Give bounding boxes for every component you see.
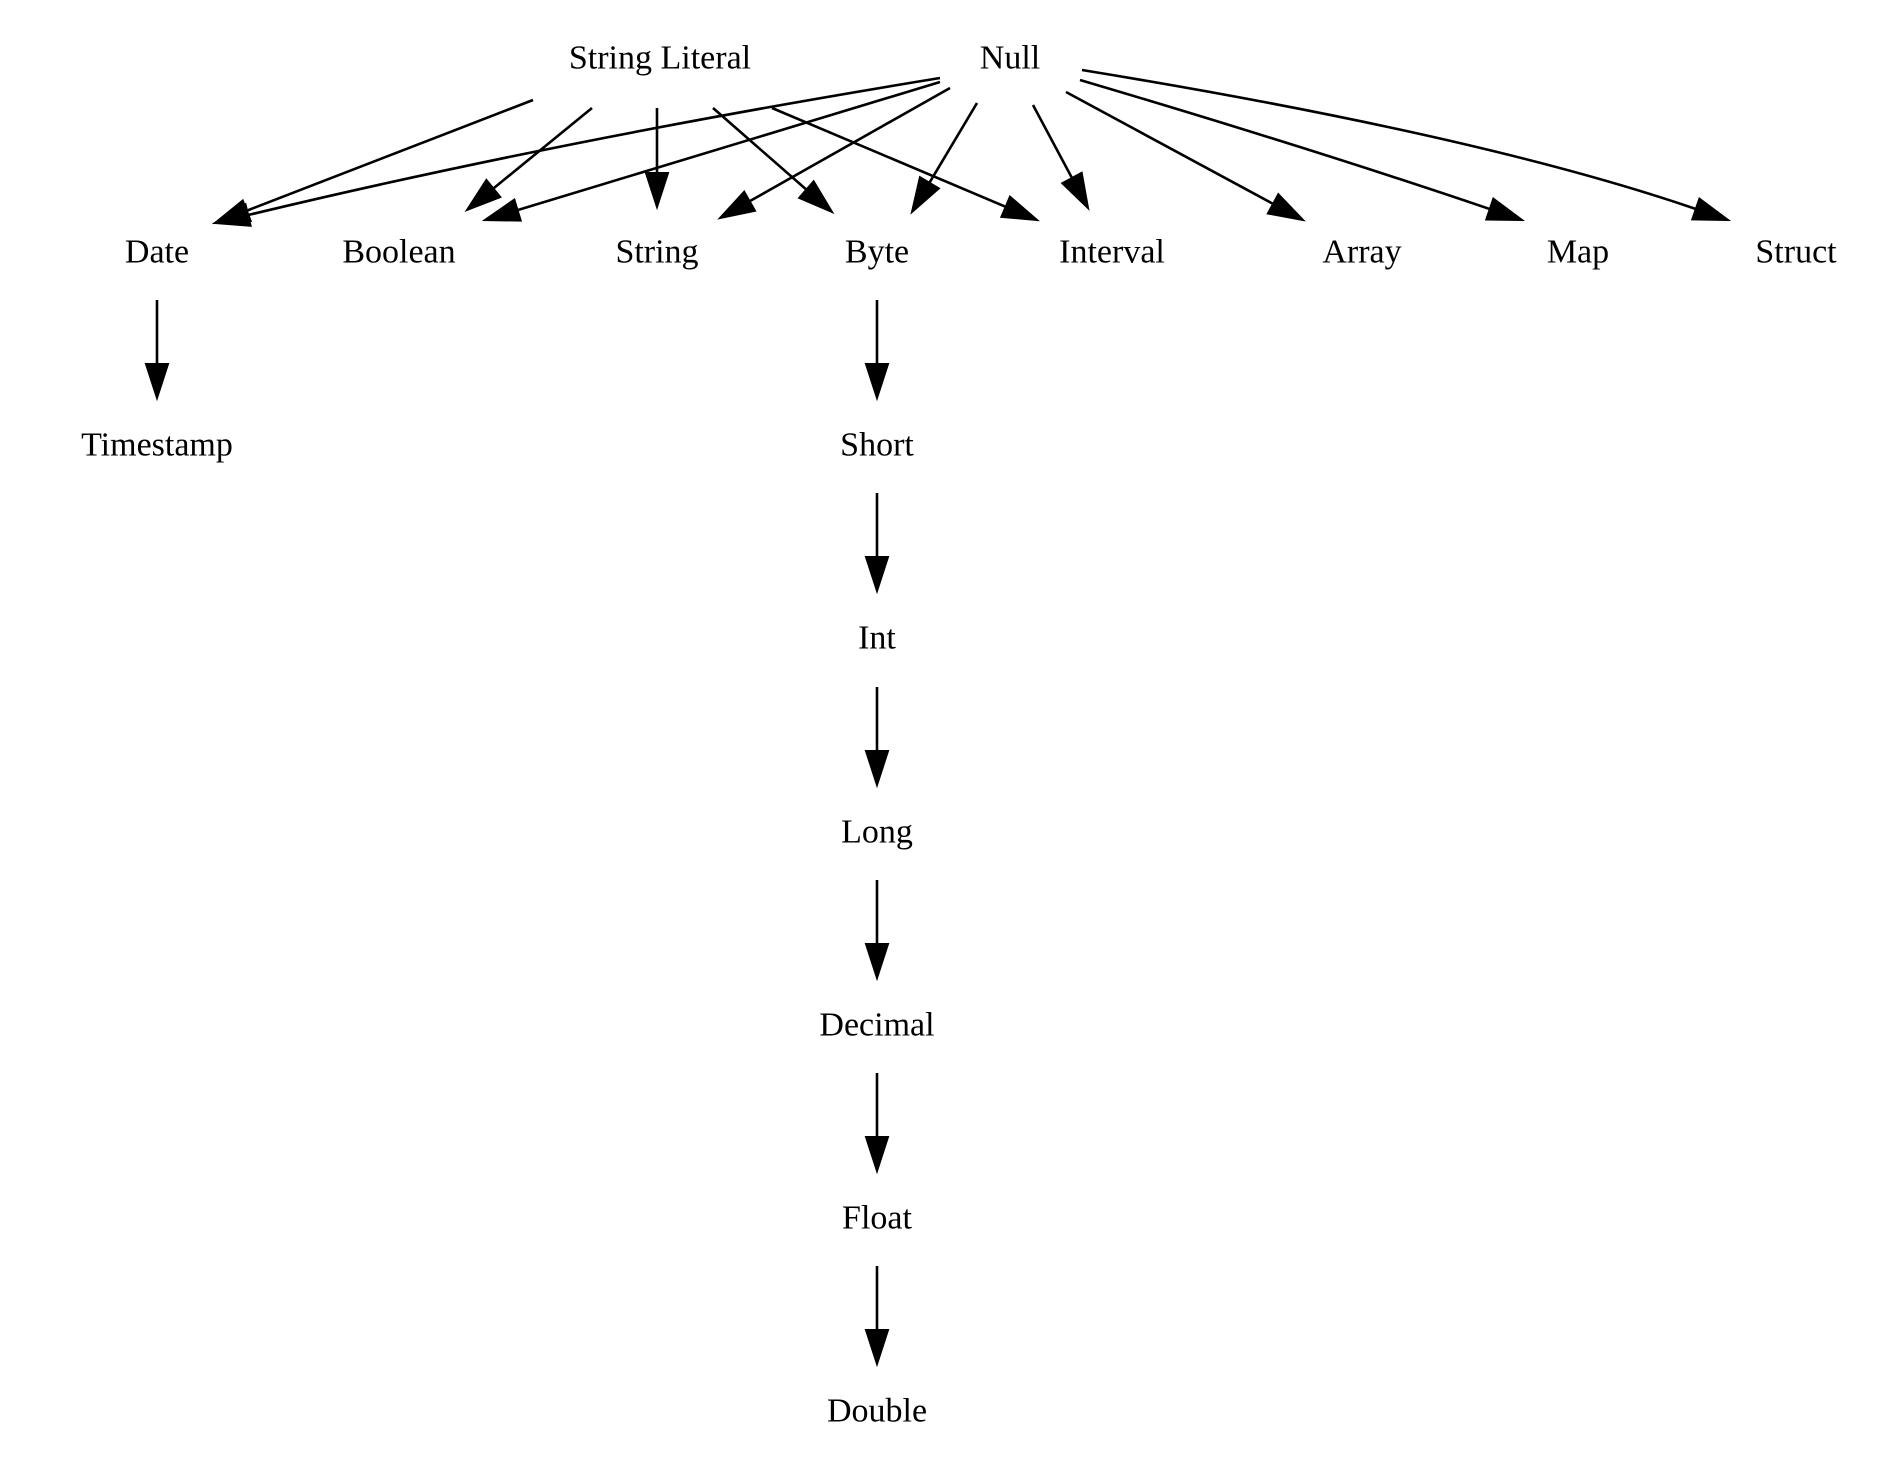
- node-double: Double: [827, 1393, 927, 1430]
- edge-short-to-int: [864, 493, 890, 595]
- node-interval: Interval: [1059, 234, 1165, 271]
- edge-line: [517, 80, 941, 212]
- arrowhead: [481, 197, 523, 222]
- edge-null-to-byte: [910, 102, 979, 215]
- edge-string-literal-to-boolean: [464, 106, 593, 213]
- arrowhead: [717, 190, 757, 220]
- arrowhead: [211, 202, 252, 227]
- node-null: Null: [980, 40, 1040, 77]
- node-float: Float: [842, 1200, 912, 1237]
- arrowhead: [864, 943, 890, 982]
- edge-line: [1079, 78, 1491, 211]
- node-string-literal: String Literal: [569, 40, 751, 77]
- node-timestamp: Timestamp: [81, 427, 233, 464]
- node-decimal: Decimal: [819, 1007, 934, 1044]
- edge-line: [712, 107, 808, 191]
- edge-null-to-interval: [1031, 104, 1090, 211]
- node-long: Long: [841, 814, 913, 851]
- edge-string-literal-to-string: [644, 108, 670, 211]
- edge-line: [246, 98, 534, 212]
- node-boolean: Boolean: [342, 234, 455, 271]
- edge-null-to-struct: [1081, 68, 1732, 222]
- node-array: Array: [1322, 234, 1401, 271]
- node-byte: Byte: [845, 234, 909, 271]
- node-short: Short: [840, 427, 914, 464]
- edge-line: [748, 86, 951, 203]
- arrowhead: [910, 175, 941, 215]
- edge-line: [492, 106, 593, 190]
- edge-int-to-long: [864, 687, 890, 789]
- arrowhead: [464, 178, 502, 213]
- edge-byte-to-short: [864, 300, 890, 402]
- node-int: Int: [858, 620, 896, 657]
- edge-line: [247, 76, 941, 217]
- arrowhead: [864, 1329, 890, 1368]
- arrowhead: [864, 1136, 890, 1175]
- arrowhead: [1266, 192, 1306, 222]
- edge-float-to-double: [864, 1266, 890, 1368]
- edge-null-to-boolean: [481, 80, 941, 222]
- arrowhead: [1484, 197, 1526, 222]
- edge-decimal-to-float: [864, 1073, 890, 1175]
- node-struct: Struct: [1755, 234, 1837, 271]
- edge-line: [1065, 90, 1274, 205]
- node-string: String: [615, 234, 698, 271]
- edge-null-to-date: [211, 76, 941, 227]
- edge-string-literal-to-interval: [771, 106, 1040, 222]
- arrowhead: [864, 750, 890, 789]
- node-map: Map: [1547, 234, 1609, 271]
- edge-line: [928, 102, 979, 184]
- edge-string-literal-to-byte: [712, 107, 835, 215]
- edge-line: [1081, 68, 1697, 211]
- edges: [144, 68, 1732, 1368]
- arrowhead: [1060, 171, 1090, 211]
- arrowhead: [797, 179, 835, 215]
- edge-null-to-array: [1065, 90, 1306, 222]
- edge-null-to-string: [717, 86, 951, 220]
- arrowhead: [644, 172, 670, 211]
- arrowhead: [864, 556, 890, 595]
- arrowhead: [1690, 196, 1732, 222]
- edge-long-to-decimal: [864, 880, 890, 982]
- arrowhead: [144, 363, 170, 402]
- edge-null-to-map: [1079, 78, 1526, 222]
- arrowhead: [999, 194, 1040, 222]
- edge-date-to-timestamp: [144, 300, 170, 402]
- node-date: Date: [125, 234, 189, 271]
- edge-line: [771, 106, 1007, 208]
- arrowhead: [864, 363, 890, 402]
- edge-line: [1031, 104, 1074, 179]
